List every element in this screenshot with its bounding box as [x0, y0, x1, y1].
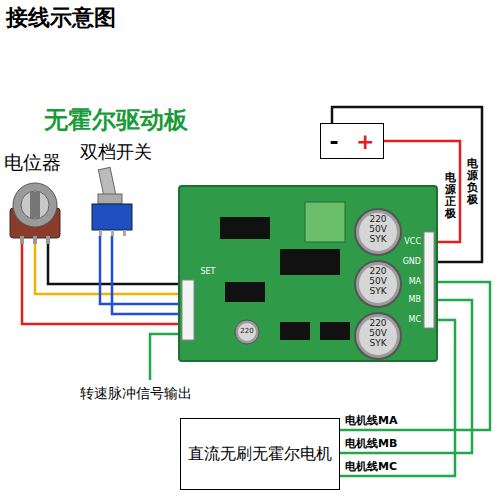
control-wires: [22, 236, 181, 380]
plus-sign: +: [356, 129, 374, 154]
toggle-switch: [92, 167, 132, 236]
silkscreen-text: SET: [200, 268, 215, 277]
capacitor-value: 220: [369, 215, 386, 225]
pin-header: [182, 280, 194, 340]
pin-name: MC: [409, 316, 422, 325]
board-heading: 无霍尔驱动板: [44, 107, 188, 133]
capacitor-value: 220: [369, 319, 386, 329]
minus-sign: -: [330, 129, 339, 154]
capacitor-top: [359, 317, 397, 355]
ic-chip: [225, 282, 265, 302]
capacitor: [355, 313, 401, 359]
wire-label: 电机线MB: [345, 438, 397, 450]
pin-name: GND: [403, 258, 421, 267]
mosfet: [320, 322, 350, 340]
mosfet: [280, 322, 310, 340]
pin-name: MB: [409, 296, 421, 305]
potentiometer: [10, 183, 60, 244]
signal-label: 转速脉冲信号输出: [80, 386, 192, 401]
motor-label: 直流无刷无霍尔电机: [188, 444, 332, 465]
wire-label: 电机线MA: [345, 415, 397, 427]
capacitor-value: 220: [240, 328, 253, 336]
capacitor-top: [238, 323, 256, 341]
capacitor-value: SYK: [369, 287, 386, 297]
capacitor-value: SYK: [369, 235, 386, 245]
part-name: 双档开关: [80, 142, 152, 162]
board-components: [180, 187, 436, 360]
pin-name: VCC: [404, 238, 421, 247]
capacitor: [355, 261, 401, 307]
motor-box: 直流无刷无霍尔电机: [180, 418, 340, 490]
diagram-title: 接线示意图: [6, 6, 116, 30]
board-area: [305, 202, 345, 242]
capacitor-top: [359, 265, 397, 303]
ic-chip: [220, 217, 270, 239]
capacitor-value: 220: [369, 267, 386, 277]
capacitor-top: [359, 213, 397, 251]
capacitor-value: 50V: [369, 225, 387, 235]
driver-board: 无霍尔驱动板: [178, 185, 438, 362]
capacitor-value: 50V: [369, 329, 387, 339]
capacitor: [355, 209, 401, 255]
capacitor-value: SYK: [369, 339, 386, 349]
capacitor-value: 50V: [369, 277, 387, 287]
wire-label: 电源负极: [467, 158, 478, 206]
battery: -+: [320, 123, 384, 159]
wire-label: 电源正极: [445, 172, 456, 220]
part-name: 电位器: [4, 152, 61, 173]
pin-name: MA: [409, 278, 421, 287]
wire-label: 电机线MC: [345, 461, 397, 473]
capacitor: [235, 320, 259, 344]
pin-header: [424, 232, 434, 328]
ic-chip: [280, 249, 340, 275]
